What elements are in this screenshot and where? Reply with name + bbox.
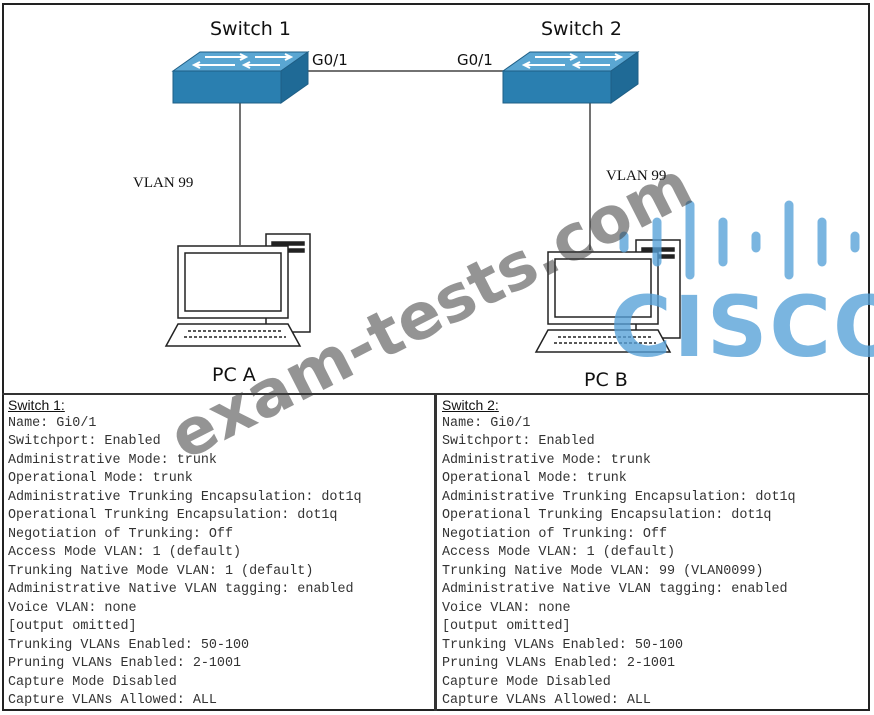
switch-2-config-line: Capture Mode Disabled [442, 674, 611, 690]
switch-1-config-line: [output omitted] [8, 619, 137, 634]
column-divider [434, 394, 437, 711]
pc-b-label: PC B [584, 369, 628, 391]
switch-2-config-line: Voice VLAN: none [442, 600, 571, 616]
switch-2-config-line: Capture VLANs Allowed: ALL [442, 693, 651, 708]
switch-1-config-line: Capture VLANs Allowed: ALL [8, 693, 217, 708]
switch-2-config-line: Operational Trunking Encapsulation: dot1… [442, 508, 772, 523]
pc-a-icon [164, 233, 311, 347]
switch-1-config-line: Administrative Trunking Encapsulation: d… [8, 489, 362, 505]
switch-2-config-line: Trunking Native Mode VLAN: 99 (VLAN0099) [442, 563, 764, 579]
pc-a-label: PC A [212, 364, 256, 386]
switch-1-config-line: Trunking Native Mode VLAN: 1 (default) [8, 563, 314, 579]
switch-2-config-line: Pruning VLANs Enabled: 2-1001 [442, 656, 676, 671]
switch-1-config-line: Operational Mode: trunk [8, 471, 193, 486]
switch-1-config-line: Name: Gi0/1 [8, 415, 97, 431]
switch-2-port: G0/1 [457, 51, 493, 69]
switch-1-config-line: Pruning VLANs Enabled: 2-1001 [8, 656, 242, 671]
switch-2-config-line: Operational Mode: trunk [442, 471, 627, 486]
switch-1-title: Switch 1 [210, 18, 291, 40]
switch-1-config-line: Access Mode VLAN: 1 (default) [8, 545, 242, 560]
switch-2-icon [501, 51, 640, 104]
switch-1-port: G0/1 [312, 51, 348, 69]
switch-2-config-line: Administrative Trunking Encapsulation: d… [442, 489, 796, 505]
switch-1-icon [171, 51, 310, 104]
cisco-logo: CISCO [610, 278, 874, 376]
switch-1-config-line: Operational Trunking Encapsulation: dot1… [8, 508, 338, 523]
switch-1-config-title: Switch 1: [8, 397, 65, 413]
switch-2-config-title: Switch 2: [442, 397, 499, 413]
switch-2-config-line: Trunking VLANs Enabled: 50-100 [442, 637, 684, 653]
vlan-label-pc-b: VLAN 99 [606, 168, 667, 184]
switch-2-config-line: Access Mode VLAN: 1 (default) [442, 545, 676, 560]
switch-1-config-line: Switchport: Enabled [8, 434, 161, 449]
vlan-label-pc-a: VLAN 99 [133, 175, 194, 191]
switch-2-config-line: Administrative Native VLAN tagging: enab… [442, 582, 788, 597]
switch-2-config-line: [output omitted] [442, 619, 571, 634]
switch-2-config-line: Switchport: Enabled [442, 434, 595, 449]
switch-1-config-line: Administrative Native VLAN tagging: enab… [8, 582, 354, 597]
network-diagram [164, 51, 860, 353]
switch-1-config-line: Administrative Mode: trunk [8, 452, 217, 468]
switch-2-config-line: Administrative Mode: trunk [442, 452, 651, 468]
switch-1-config-line: Negotiation of Trunking: Off [8, 526, 233, 542]
switch-1-config-line: Trunking VLANs Enabled: 50-100 [8, 637, 250, 653]
switch-2-config-line: Negotiation of Trunking: Off [442, 526, 667, 542]
switch-2-title: Switch 2 [541, 18, 622, 40]
cisco-logo-bars [619, 200, 860, 280]
switch-1-config-line: Capture Mode Disabled [8, 674, 177, 690]
switch-1-config-line: Voice VLAN: none [8, 600, 137, 616]
switch-2-config-line: Name: Gi0/1 [442, 415, 531, 431]
